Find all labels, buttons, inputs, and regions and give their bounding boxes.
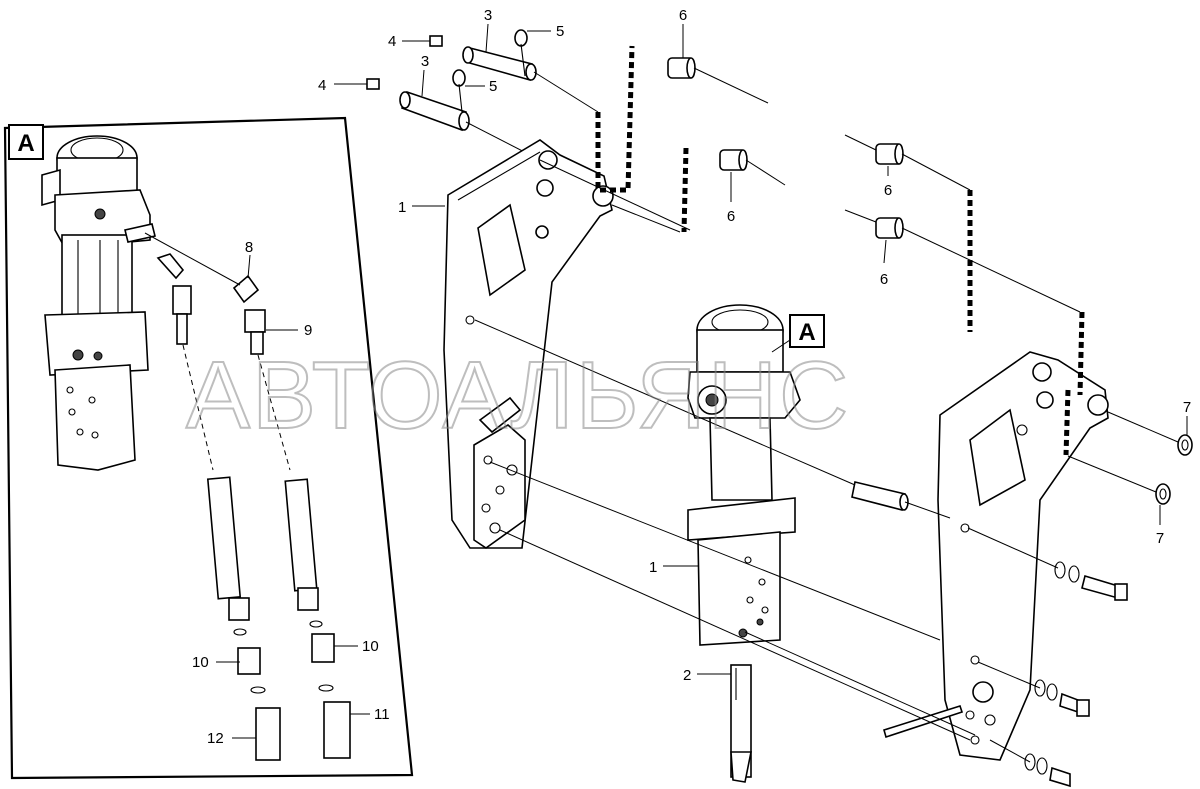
callout-6-top-label: 6: [679, 7, 687, 24]
detail-ref-label: A: [798, 319, 815, 346]
callout-3-top: 3: [484, 7, 492, 53]
detail-box-label-frame: [8, 124, 44, 160]
callout-10-left-label: 10: [192, 654, 209, 671]
callout-2-label: 2: [683, 667, 691, 684]
callout-8: 8: [245, 239, 253, 279]
callout-11-label: 11: [374, 706, 390, 723]
callout-5-top: 5: [527, 23, 564, 40]
callout-3-lower: 3: [421, 53, 429, 97]
callout-4-lower: 4: [318, 77, 367, 94]
callout-2: 2: [683, 667, 731, 684]
callout-9: 9: [266, 322, 312, 339]
callout-6-top: 6: [679, 7, 687, 58]
callout-1-left-label: 1: [398, 199, 406, 216]
callout-3-top-label: 3: [484, 7, 492, 24]
detail-ref-frame: [789, 314, 825, 348]
callout-6-mid-label: 6: [727, 208, 735, 225]
callout-6-right-a-label: 6: [884, 182, 892, 199]
callout-1-center-label: 1: [649, 559, 657, 576]
callout-6-right-b-label: 6: [880, 271, 888, 288]
callout-7-upper: 7: [1183, 399, 1191, 435]
callout-3-lower-label: 3: [421, 53, 429, 70]
detail-box-label: A: [17, 130, 34, 157]
callout-1-center: 1: [649, 559, 698, 576]
left-bracket: [443, 139, 614, 549]
watermark-text: АВТОАЛЬЯНС: [186, 342, 850, 449]
assembly-lines: [474, 45, 1179, 763]
callout-5-lower: 5: [465, 78, 497, 95]
detail-box-frame: [3, 116, 414, 780]
callout-4-lower-label: 4: [318, 77, 326, 94]
callout-11: 11: [350, 706, 390, 723]
callout-10-right-label: 10: [362, 638, 379, 655]
callout-6-right-a: 6: [884, 166, 892, 199]
spacer-and-bolts: [851, 481, 1128, 788]
hose-left: [156, 253, 281, 761]
hose-right: [232, 274, 351, 759]
callout-7-upper-label: 7: [1183, 399, 1191, 416]
callout-8-label: 8: [245, 239, 253, 256]
center-hammer: A: [687, 304, 825, 783]
callout-12: 12: [207, 730, 256, 747]
callout-6-mid: 6: [727, 172, 735, 225]
hammer-detail: [41, 135, 156, 471]
callout-1-left: 1: [398, 199, 445, 216]
detail-box-a: A: [3, 116, 414, 780]
right-bracket: [937, 351, 1109, 761]
callout-5-lower-label: 5: [489, 78, 497, 95]
callout-4-top-label: 4: [388, 33, 396, 50]
callout-7-lower: 7: [1156, 505, 1164, 547]
callout-10-right: 10: [334, 638, 379, 655]
callout-5-top-label: 5: [556, 23, 564, 40]
top-pins: [366, 29, 599, 161]
callout-4-top: 4: [388, 33, 430, 50]
callout-12-label: 12: [207, 730, 224, 747]
callout-7-lower-label: 7: [1156, 530, 1164, 547]
callout-9-label: 9: [304, 322, 312, 339]
callout-10-left: 10: [192, 654, 240, 671]
callout-6-right-b: 6: [880, 239, 888, 288]
